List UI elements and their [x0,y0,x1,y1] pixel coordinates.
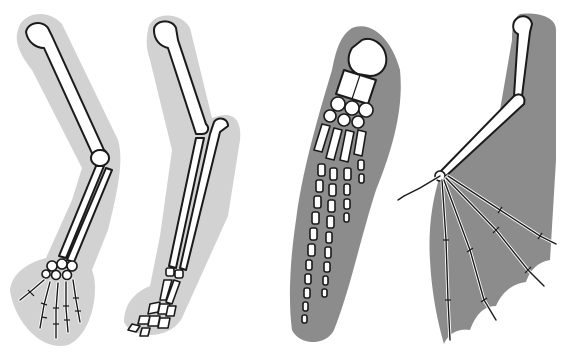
cat-forelimb-panel [124,15,240,336]
bat-thumb [404,176,440,196]
whale-flipper-panel [290,26,401,342]
bat-wing-panel [398,14,556,344]
human-elbow-joint [91,150,109,166]
human-arm-panel [10,14,120,346]
